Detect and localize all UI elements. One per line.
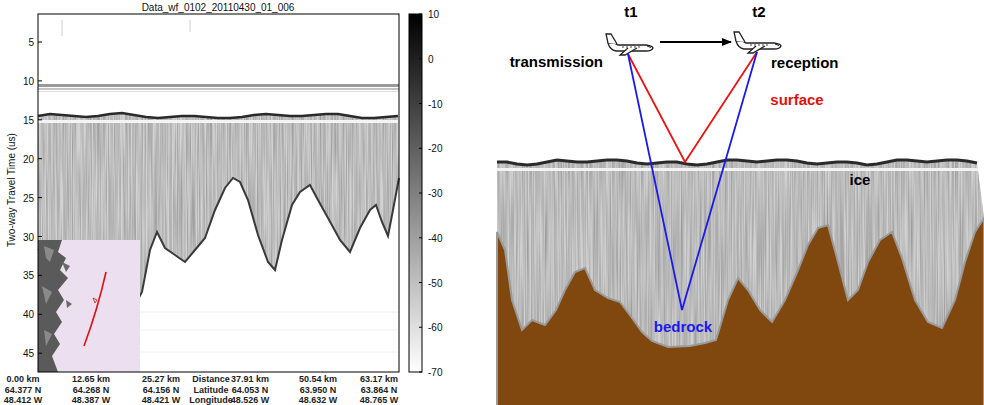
axis-label: Two-way Travel Time (us) — [6, 133, 17, 247]
diagram-label: ice — [850, 172, 871, 189]
distance-label: 48.632 W — [299, 396, 338, 405]
bedrock-label: bedrock — [654, 319, 712, 336]
inset-map — [38, 240, 140, 372]
tick-mark — [38, 80, 42, 81]
distance-label: 64.268 N — [73, 386, 110, 396]
tick-mark — [419, 327, 422, 328]
surface-label: surface — [770, 92, 823, 109]
tick-label: 35 — [23, 270, 34, 281]
tick-mark — [419, 193, 422, 194]
distance-label: 48.526 W — [231, 396, 270, 405]
distance-label: 0.00 km — [6, 375, 39, 385]
distance-label: Longitude — [189, 396, 233, 405]
airplane — [734, 32, 781, 53]
tick-label: 0 — [428, 53, 434, 64]
surface-echo — [38, 113, 398, 118]
tick-label: -10 — [428, 98, 442, 109]
tick-mark — [38, 236, 42, 237]
tick-marks — [38, 42, 42, 353]
distance-label: 48.387 W — [72, 396, 111, 405]
tick-mark — [419, 58, 422, 59]
distance-label: 48.412 W — [4, 396, 43, 405]
tick-mark — [419, 148, 422, 149]
tick-mark — [38, 158, 42, 159]
tick-mark — [419, 237, 422, 238]
distance-label: 25.27 km — [142, 375, 180, 385]
plot-frame — [38, 14, 399, 372]
tick-label: -20 — [428, 143, 442, 154]
distance-label: 48.765 W — [360, 396, 399, 405]
motion-arrow — [660, 41, 731, 43]
tick-label: 10 — [23, 75, 34, 86]
tick-mark — [38, 275, 42, 276]
distance-label: Latitude — [194, 386, 229, 396]
ray-paths — [628, 52, 757, 310]
distance-label: 12.65 km — [72, 375, 110, 385]
tick-label: -50 — [428, 277, 442, 288]
tick-mark — [38, 353, 42, 354]
tick-label: 45 — [23, 348, 34, 359]
tick-label: -30 — [428, 188, 442, 199]
tick-mark — [38, 314, 42, 315]
tick-mark — [419, 372, 422, 373]
ice-surface — [497, 160, 977, 165]
distance-label: 63.864 N — [361, 386, 398, 396]
diagram-label: reception — [771, 55, 839, 72]
tick-mark — [419, 282, 422, 283]
tick-label: 5 — [28, 37, 34, 48]
tick-label: 40 — [23, 309, 34, 320]
diagram-label: t2 — [752, 4, 765, 21]
airplane — [606, 34, 653, 55]
tick-mark — [38, 119, 42, 120]
colorbar-ticks — [419, 14, 422, 372]
tick-label: -40 — [428, 232, 442, 243]
tick-label: 20 — [23, 153, 34, 164]
diagram-label: transmission — [510, 54, 603, 71]
distance-label: 63.17 km — [360, 375, 398, 385]
tick-label: 15 — [23, 114, 34, 125]
distance-label: 64.377 N — [5, 386, 42, 396]
plot-title: Data_wf_0102_20110430_01_006 — [142, 2, 295, 13]
distance-label: 48.421 W — [142, 396, 181, 405]
tick-mark — [419, 14, 422, 15]
diagram-label: t1 — [624, 4, 637, 21]
bedrock-area — [497, 218, 984, 405]
distance-label: 50.54 km — [299, 375, 337, 385]
tick-label: -70 — [428, 367, 442, 378]
tick-label: -60 — [428, 322, 442, 333]
colorbar — [409, 14, 422, 372]
distance-label: 64.053 N — [232, 386, 269, 396]
distance-label: 64.156 N — [143, 386, 180, 396]
tick-mark — [419, 103, 422, 104]
distance-label: 37.91 km — [231, 375, 269, 385]
tick-mark — [38, 197, 42, 198]
plot-area — [38, 14, 399, 372]
tick-mark — [38, 42, 42, 43]
tick-label: 25 — [23, 192, 34, 203]
distance-label: Distance — [192, 375, 230, 385]
distance-label: 63.950 N — [300, 386, 337, 396]
tick-label: 30 — [23, 231, 34, 242]
tick-label: 10 — [428, 9, 439, 20]
